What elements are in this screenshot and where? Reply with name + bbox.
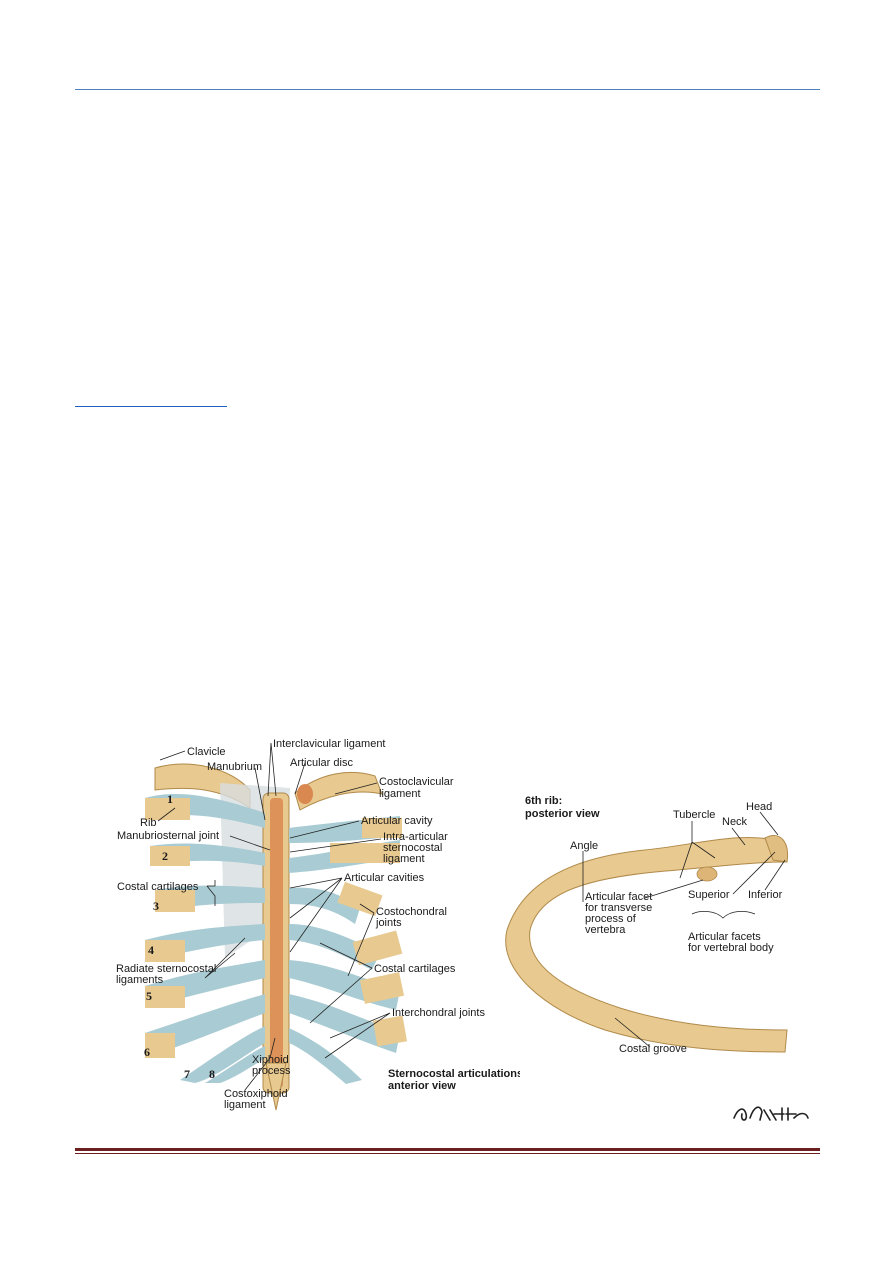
label-costoclavicular-1: Costoclavicular [379,776,454,788]
label-head: Head [746,801,772,813]
label-angle: Angle [570,840,598,852]
rib-number-1: 1 [167,792,173,806]
label-interclavicular: Interclavicular ligament [273,738,386,750]
netter-signature [733,1106,809,1121]
label-intra-articular-2: sternocostal [383,842,442,854]
label-articular-cavities: Articular cavities [344,872,425,884]
label-neck: Neck [722,816,748,828]
label-costochondral-2: joints [375,917,402,929]
label-costoxiphoid-1: Costoxiphoid [224,1088,288,1100]
label-radiate-2: ligaments [116,974,164,986]
label-facets-body-1: Articular facets [688,931,761,943]
right-ribs [289,816,408,1084]
right-clavicle-shape [294,771,383,811]
rib-shape [505,836,788,1053]
footer-rule-thick [75,1148,820,1151]
label-costoclavicular-2: ligament [379,788,421,800]
link-underline [75,406,227,407]
label-intra-articular-1: Intra-articular [383,831,448,843]
label-tubercle: Tubercle [673,809,715,821]
sixth-rib-figure: 6th rib: posterior view Tubercle Head Ne… [505,795,789,1055]
label-facet-1: Articular facet [585,891,652,903]
rib-title-2: posterior view [525,808,600,820]
label-manubriosternal: Manubriosternal joint [117,830,219,842]
label-facet-2: for transverse [585,902,652,914]
label-costoxiphoid-2: ligament [224,1099,266,1111]
label-facet-4: vertebra [585,924,626,936]
xiphoid-shape [265,1062,287,1111]
tubercle-shape [696,866,718,882]
label-xiphoid-1: Xiphoid [252,1054,289,1066]
label-intra-articular-3: ligament [383,853,425,865]
caption-line-1: Sternocostal articulations: [388,1068,520,1080]
label-inferior: Inferior [748,889,783,901]
label-facets-body-2: for vertebral body [688,942,774,954]
label-articular-cavity: Articular cavity [361,815,433,827]
label-costal-cartilages-right: Costal cartilages [374,963,456,975]
rib-number-8: 8 [209,1067,215,1081]
label-costal-cartilages-left: Costal cartilages [117,881,199,893]
footer-rule-thin [75,1153,820,1154]
rib-title-1: 6th rib: [525,795,562,807]
label-superior: Superior [688,889,730,901]
rib-number-7: 7 [184,1067,190,1081]
sternocostal-figure: 1 2 3 4 5 6 7 8 Clavicle Interclavicular… [116,738,520,1111]
rib-number-3: 3 [153,899,159,913]
header-rule [75,89,820,90]
right-clavicle-marrow [297,784,313,804]
rib-number-5: 5 [146,989,152,1003]
left-ribs [145,793,265,1083]
rib-number-4: 4 [148,943,154,957]
label-clavicle: Clavicle [187,746,226,758]
sternum-marrow [270,798,283,1088]
label-xiphoid-2: process [252,1065,291,1077]
label-manubrium: Manubrium [207,761,262,773]
label-interchondral: Interchondral joints [392,1007,485,1019]
label-costal-groove: Costal groove [619,1043,687,1055]
rib-number-6: 6 [144,1045,150,1059]
label-facet-3: process of [585,913,637,925]
label-rib: Rib [140,817,157,829]
rib-head-shape [764,835,789,863]
rib-number-2: 2 [162,849,168,863]
label-articular-disc: Articular disc [290,757,353,769]
label-costochondral-1: Costochondral [376,906,447,918]
caption-line-2: anterior view [388,1080,456,1092]
label-radiate-1: Radiate sternocostal [116,963,216,975]
